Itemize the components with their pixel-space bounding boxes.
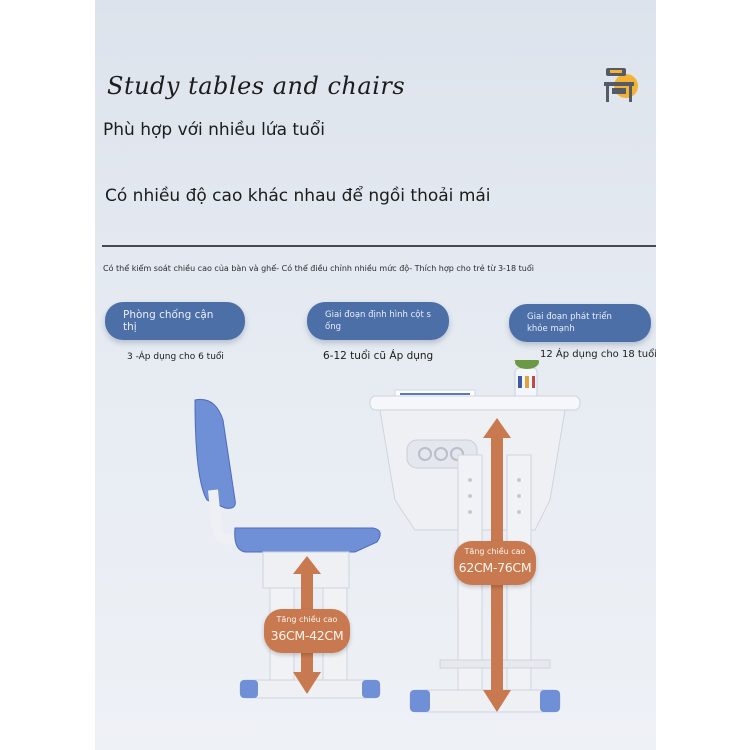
background-panel: Study tables and chairs Phù hợp với nhiề…: [95, 0, 656, 750]
potted-plant-icon: [513, 360, 539, 399]
chair-badge-value: 36CM-42CM: [270, 628, 344, 643]
feature-caption: Có thể kiểm soát chiều cao của bàn và gh…: [103, 264, 534, 273]
chair-height-badge: Tăng chiều cao 36CM-42CM: [264, 609, 350, 653]
subtitle-heights: Có nhiều độ cao khác nhau để ngồi thoải …: [105, 186, 491, 206]
divider: [102, 245, 656, 247]
stage-age-2: 6-12 tuổi cũ Áp dụng: [323, 350, 434, 362]
desk-chair-logo-icon: [604, 68, 638, 102]
stage-age-3: 12 Áp dụng cho 18 tuổi: [540, 349, 656, 360]
subtitle-ages: Phù hợp với nhiều lứa tuổi: [103, 120, 325, 140]
stage-pill-growth: Giai đoạn phát triển khỏe mạnh: [509, 304, 651, 342]
desk-badge-value: 62CM-76CM: [458, 560, 532, 575]
stage-pill-spine: Giai đoạn định hình cột s ống: [307, 302, 449, 340]
desk-badge-title: Tăng chiều cao: [464, 547, 526, 556]
headline: Study tables and chairs: [107, 72, 406, 100]
stage-age-1: 3 -Áp dụng cho 6 tuổi: [127, 352, 224, 362]
chair-badge-title: Tăng chiều cao: [276, 615, 338, 624]
desk-height-badge: Tăng chiều cao 62CM-76CM: [454, 541, 536, 585]
desk-and-chair-illustration: [194, 360, 581, 713]
stage-pill-myopia: Phòng chống cận thị: [105, 302, 245, 340]
